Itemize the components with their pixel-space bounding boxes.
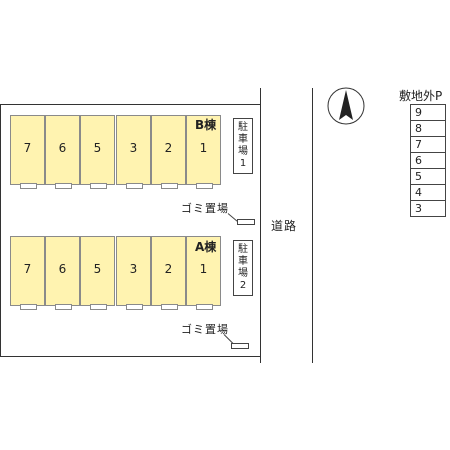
unit-step xyxy=(90,304,107,310)
parking-char: 駐 xyxy=(238,244,248,255)
offsite-slot: 8 xyxy=(410,120,446,137)
unit-step xyxy=(161,183,178,189)
unit-number: 1 xyxy=(199,141,208,155)
unit-step xyxy=(20,183,37,189)
north-arrow-icon xyxy=(327,87,365,125)
unit-number: 7 xyxy=(23,141,32,155)
trash-area-1-label: ゴミ置場 xyxy=(181,202,229,215)
building-b-label: B棟 xyxy=(195,118,217,132)
offsite-slot: 5 xyxy=(410,168,446,185)
unit-a-6: 6 xyxy=(45,236,80,310)
unit-number: 1 xyxy=(199,262,208,276)
unit-step xyxy=(55,304,72,310)
unit-number: 3 xyxy=(129,262,138,276)
unit-number: 2 xyxy=(164,262,173,276)
trash-area-2-label: ゴミ置場 xyxy=(181,323,229,336)
road-label: 道路 xyxy=(271,219,298,233)
unit-number: 5 xyxy=(93,262,102,276)
unit-a-7: 7 xyxy=(10,236,45,310)
road-edge-left xyxy=(260,88,261,363)
building-a-label: A棟 xyxy=(195,240,217,254)
unit-number: 7 xyxy=(23,262,32,276)
unit-b-5: 5 xyxy=(80,115,115,189)
unit-b-6: 6 xyxy=(45,115,80,189)
unit-step xyxy=(20,304,37,310)
offsite-slot: 7 xyxy=(410,136,446,153)
unit-number: 5 xyxy=(93,141,102,155)
offsite-slot: 4 xyxy=(410,184,446,201)
unit-step xyxy=(55,183,72,189)
trash-area-1 xyxy=(237,219,255,225)
site-boundary-bottom xyxy=(0,356,260,357)
parking-char: 駐 xyxy=(238,122,248,133)
unit-a-1: 1 xyxy=(186,236,221,310)
parking-char: 車 xyxy=(238,134,248,145)
parking-char: 車 xyxy=(238,256,248,267)
unit-step xyxy=(196,304,213,310)
parking-lot-1: 駐 車 場 1 xyxy=(233,118,253,174)
unit-a-2: 2 xyxy=(151,236,186,310)
unit-number: 6 xyxy=(58,141,67,155)
offsite-slot: 6 xyxy=(410,152,446,169)
unit-number: 3 xyxy=(129,141,138,155)
unit-a-5: 5 xyxy=(80,236,115,310)
offsite-parking-title: 敷地外P xyxy=(399,89,443,103)
parking-char: 2 xyxy=(239,280,247,291)
offsite-slot: 9 xyxy=(410,104,446,121)
unit-number: 2 xyxy=(164,141,173,155)
trash-area-2 xyxy=(231,343,249,349)
offsite-parking-table: 9 8 7 6 5 4 3 xyxy=(410,104,446,217)
unit-b-7: 7 xyxy=(10,115,45,189)
site-boundary-top xyxy=(0,104,260,105)
unit-b-3: 3 xyxy=(116,115,151,189)
unit-number: 6 xyxy=(58,262,67,276)
parking-char: 場 xyxy=(238,146,248,157)
unit-b-1: 1 xyxy=(186,115,221,189)
parking-char: 場 xyxy=(238,268,248,279)
unit-a-3: 3 xyxy=(116,236,151,310)
unit-b-2: 2 xyxy=(151,115,186,189)
unit-step xyxy=(126,304,143,310)
parking-char: 1 xyxy=(239,158,247,169)
offsite-slot: 3 xyxy=(410,200,446,217)
unit-step xyxy=(196,183,213,189)
road-edge-right xyxy=(312,88,313,363)
site-boundary-left xyxy=(0,104,1,356)
unit-step xyxy=(161,304,178,310)
parking-lot-2: 駐 車 場 2 xyxy=(233,240,253,296)
unit-step xyxy=(126,183,143,189)
unit-step xyxy=(90,183,107,189)
